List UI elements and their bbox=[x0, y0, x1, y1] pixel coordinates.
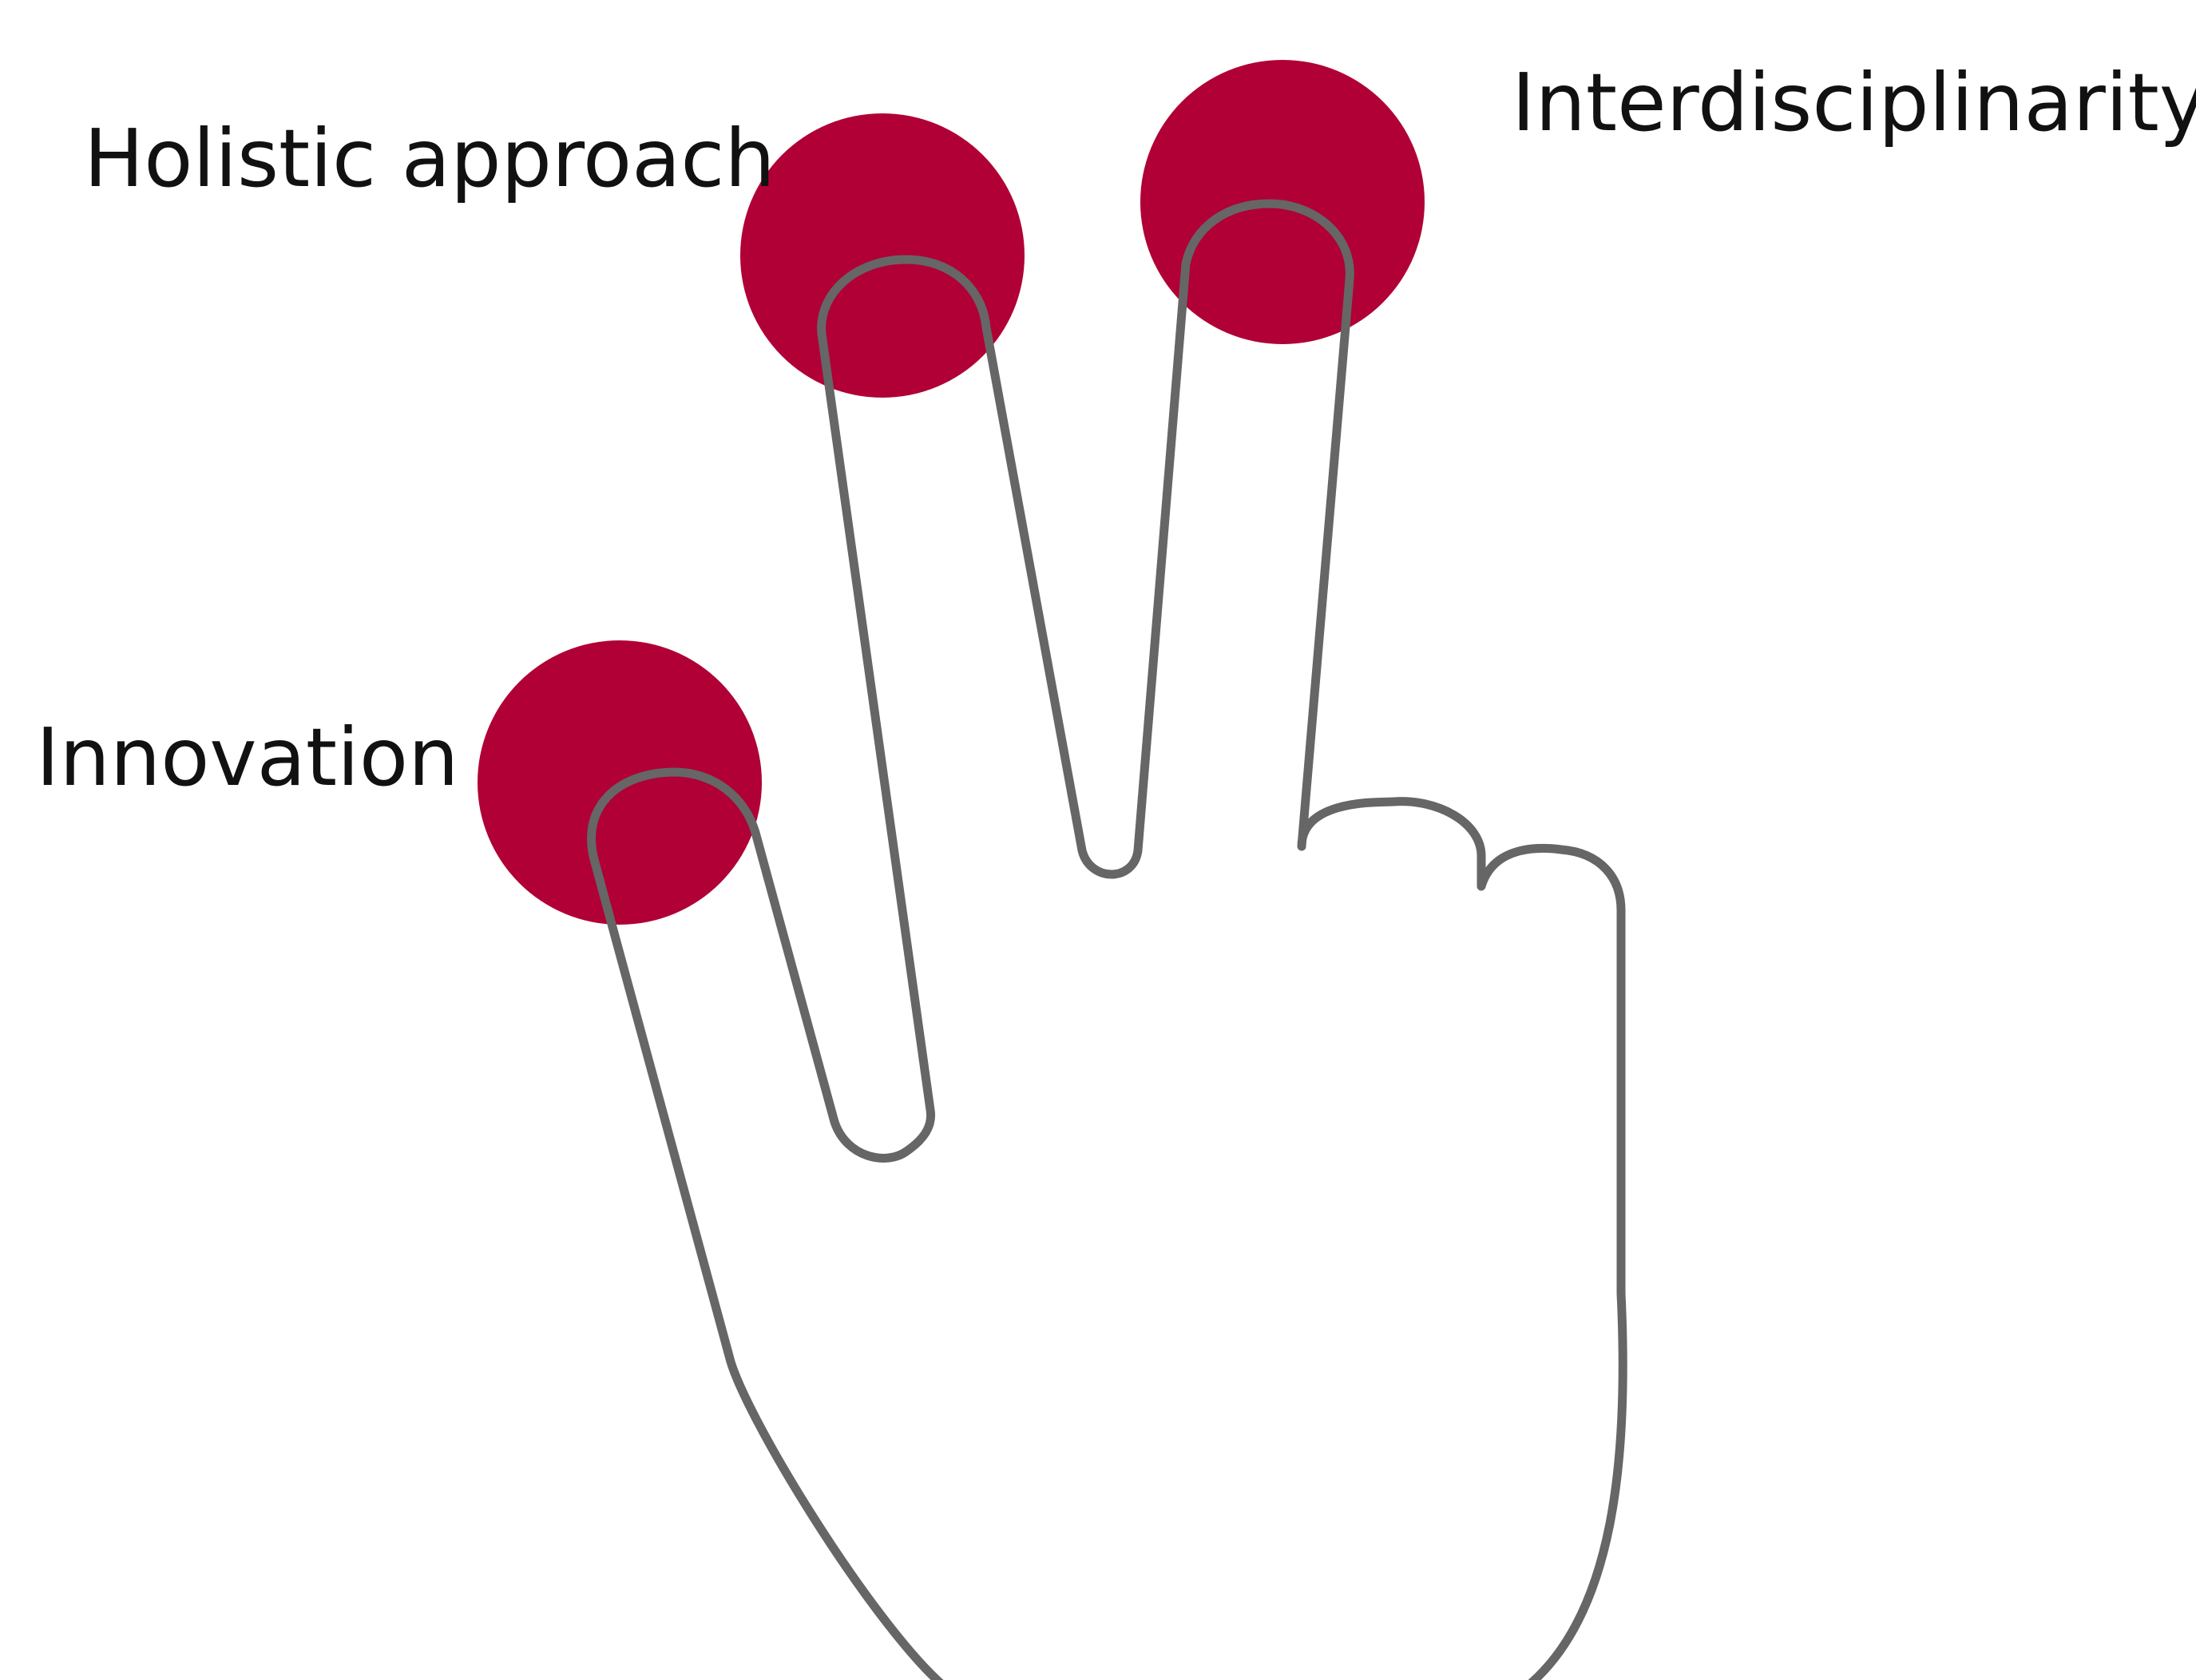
holistic-dot bbox=[740, 113, 1025, 398]
label-innovation: Innovation bbox=[36, 711, 458, 804]
label-interdisciplinarity: Interdisciplinarity bbox=[1512, 56, 2196, 149]
label-holistic-approach: Holistic approach bbox=[84, 112, 775, 205]
hand-outline bbox=[587, 199, 1627, 1680]
